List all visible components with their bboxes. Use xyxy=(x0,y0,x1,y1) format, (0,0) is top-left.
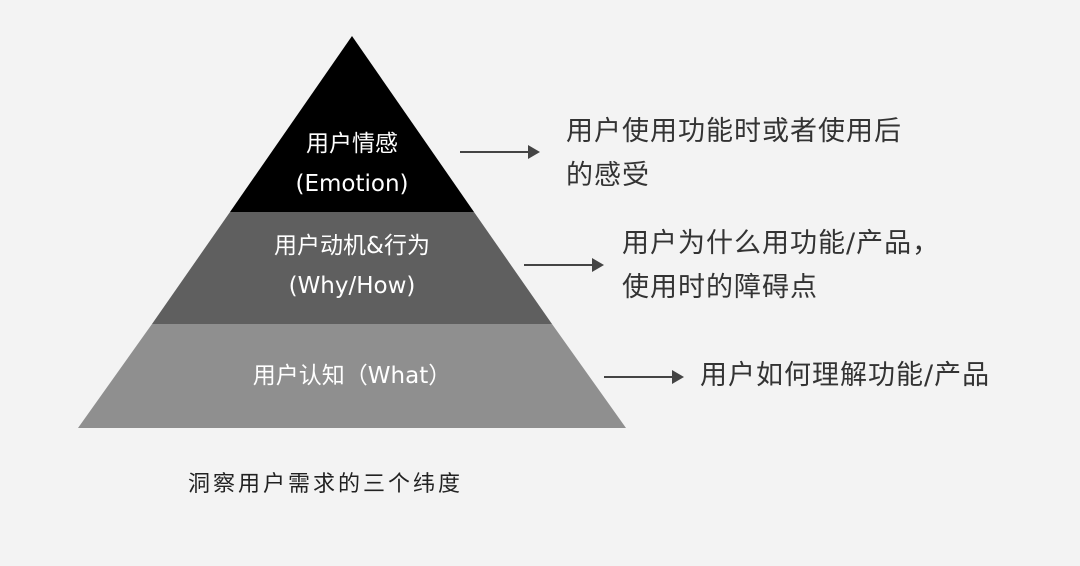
layer-motivation-title: 用户动机&行为 xyxy=(274,233,430,259)
cognition-description: 用户如何理解功能/产品 xyxy=(700,354,990,398)
description-line: 用户如何理解功能/产品 xyxy=(700,360,991,391)
diagram-caption: 洞察用户需求的三个纬度 xyxy=(188,472,464,497)
description-line: 用户使用功能时或者使用后 xyxy=(566,116,902,147)
arrow-icon xyxy=(604,370,684,384)
layer-emotion-subtitle: (Emotion) xyxy=(295,171,409,197)
motivation-description: 用户为什么用功能/产品， 使用时的障碍点 xyxy=(622,222,940,310)
layer-motivation-subtitle: (Why/How) xyxy=(288,273,416,299)
description-line: 的感受 xyxy=(566,160,650,191)
layer-motivation-label: 用户动机&行为 (Why/How) xyxy=(222,226,482,306)
layer-cognition-label: 用户认知（What） xyxy=(192,356,512,396)
pyramid-layer-cognition xyxy=(78,324,626,428)
arrow-icon xyxy=(524,258,604,272)
emotion-description: 用户使用功能时或者使用后 的感受 xyxy=(566,110,902,198)
description-line: 用户为什么用功能/产品， xyxy=(622,228,941,259)
description-line: 使用时的障碍点 xyxy=(622,272,818,303)
layer-emotion-title: 用户情感 xyxy=(306,131,398,157)
pyramid-layer-emotion xyxy=(230,36,474,212)
pyramid-layer-motivation xyxy=(152,212,552,324)
layer-cognition-title: 用户认知（What） xyxy=(252,363,452,389)
layer-emotion-label: 用户情感 (Emotion) xyxy=(252,124,452,204)
arrow-icon xyxy=(460,145,540,159)
